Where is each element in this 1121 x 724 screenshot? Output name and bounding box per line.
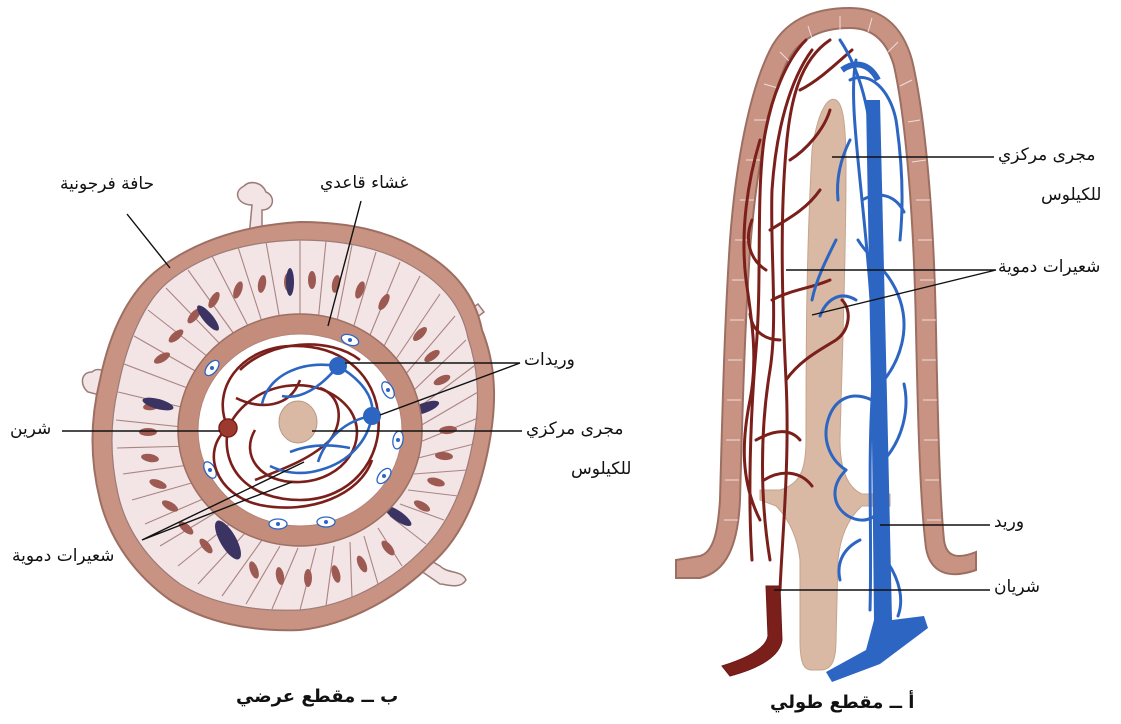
caption-longitudinal-section: أ ــ مقطع طولي — [770, 694, 914, 712]
central-lacteal-cross — [279, 401, 317, 443]
label-venules: وريدات — [524, 352, 575, 369]
label-arteriole: شرين — [10, 421, 51, 438]
venule-top — [329, 357, 347, 375]
caption-cross-section: ب ــ مقطع عرضي — [236, 688, 398, 706]
label-brush-border: حافة فرجونية — [60, 176, 154, 193]
arteriole — [219, 419, 237, 437]
cross-section — [82, 183, 494, 631]
label-basement-membrane: غشاء قاعدي — [320, 175, 408, 192]
label-lacteal-long-1: مجرى مركزي — [998, 147, 1095, 164]
label-vein: وريد — [994, 514, 1024, 531]
label-artery: شريان — [994, 579, 1040, 596]
artery-trunk — [722, 586, 782, 676]
label-capillaries-long: شعيرات دموية — [998, 259, 1100, 276]
label-lacteal-cross-2: للكيلوس — [571, 461, 632, 478]
label-lacteal-cross-1: مجرى مركزي — [526, 421, 623, 438]
label-capillaries-cross: شعيرات دموية — [12, 548, 114, 565]
longitudinal-section — [676, 8, 976, 682]
venule-right — [363, 407, 381, 425]
label-lacteal-long-2: للكيلوس — [1041, 187, 1102, 204]
